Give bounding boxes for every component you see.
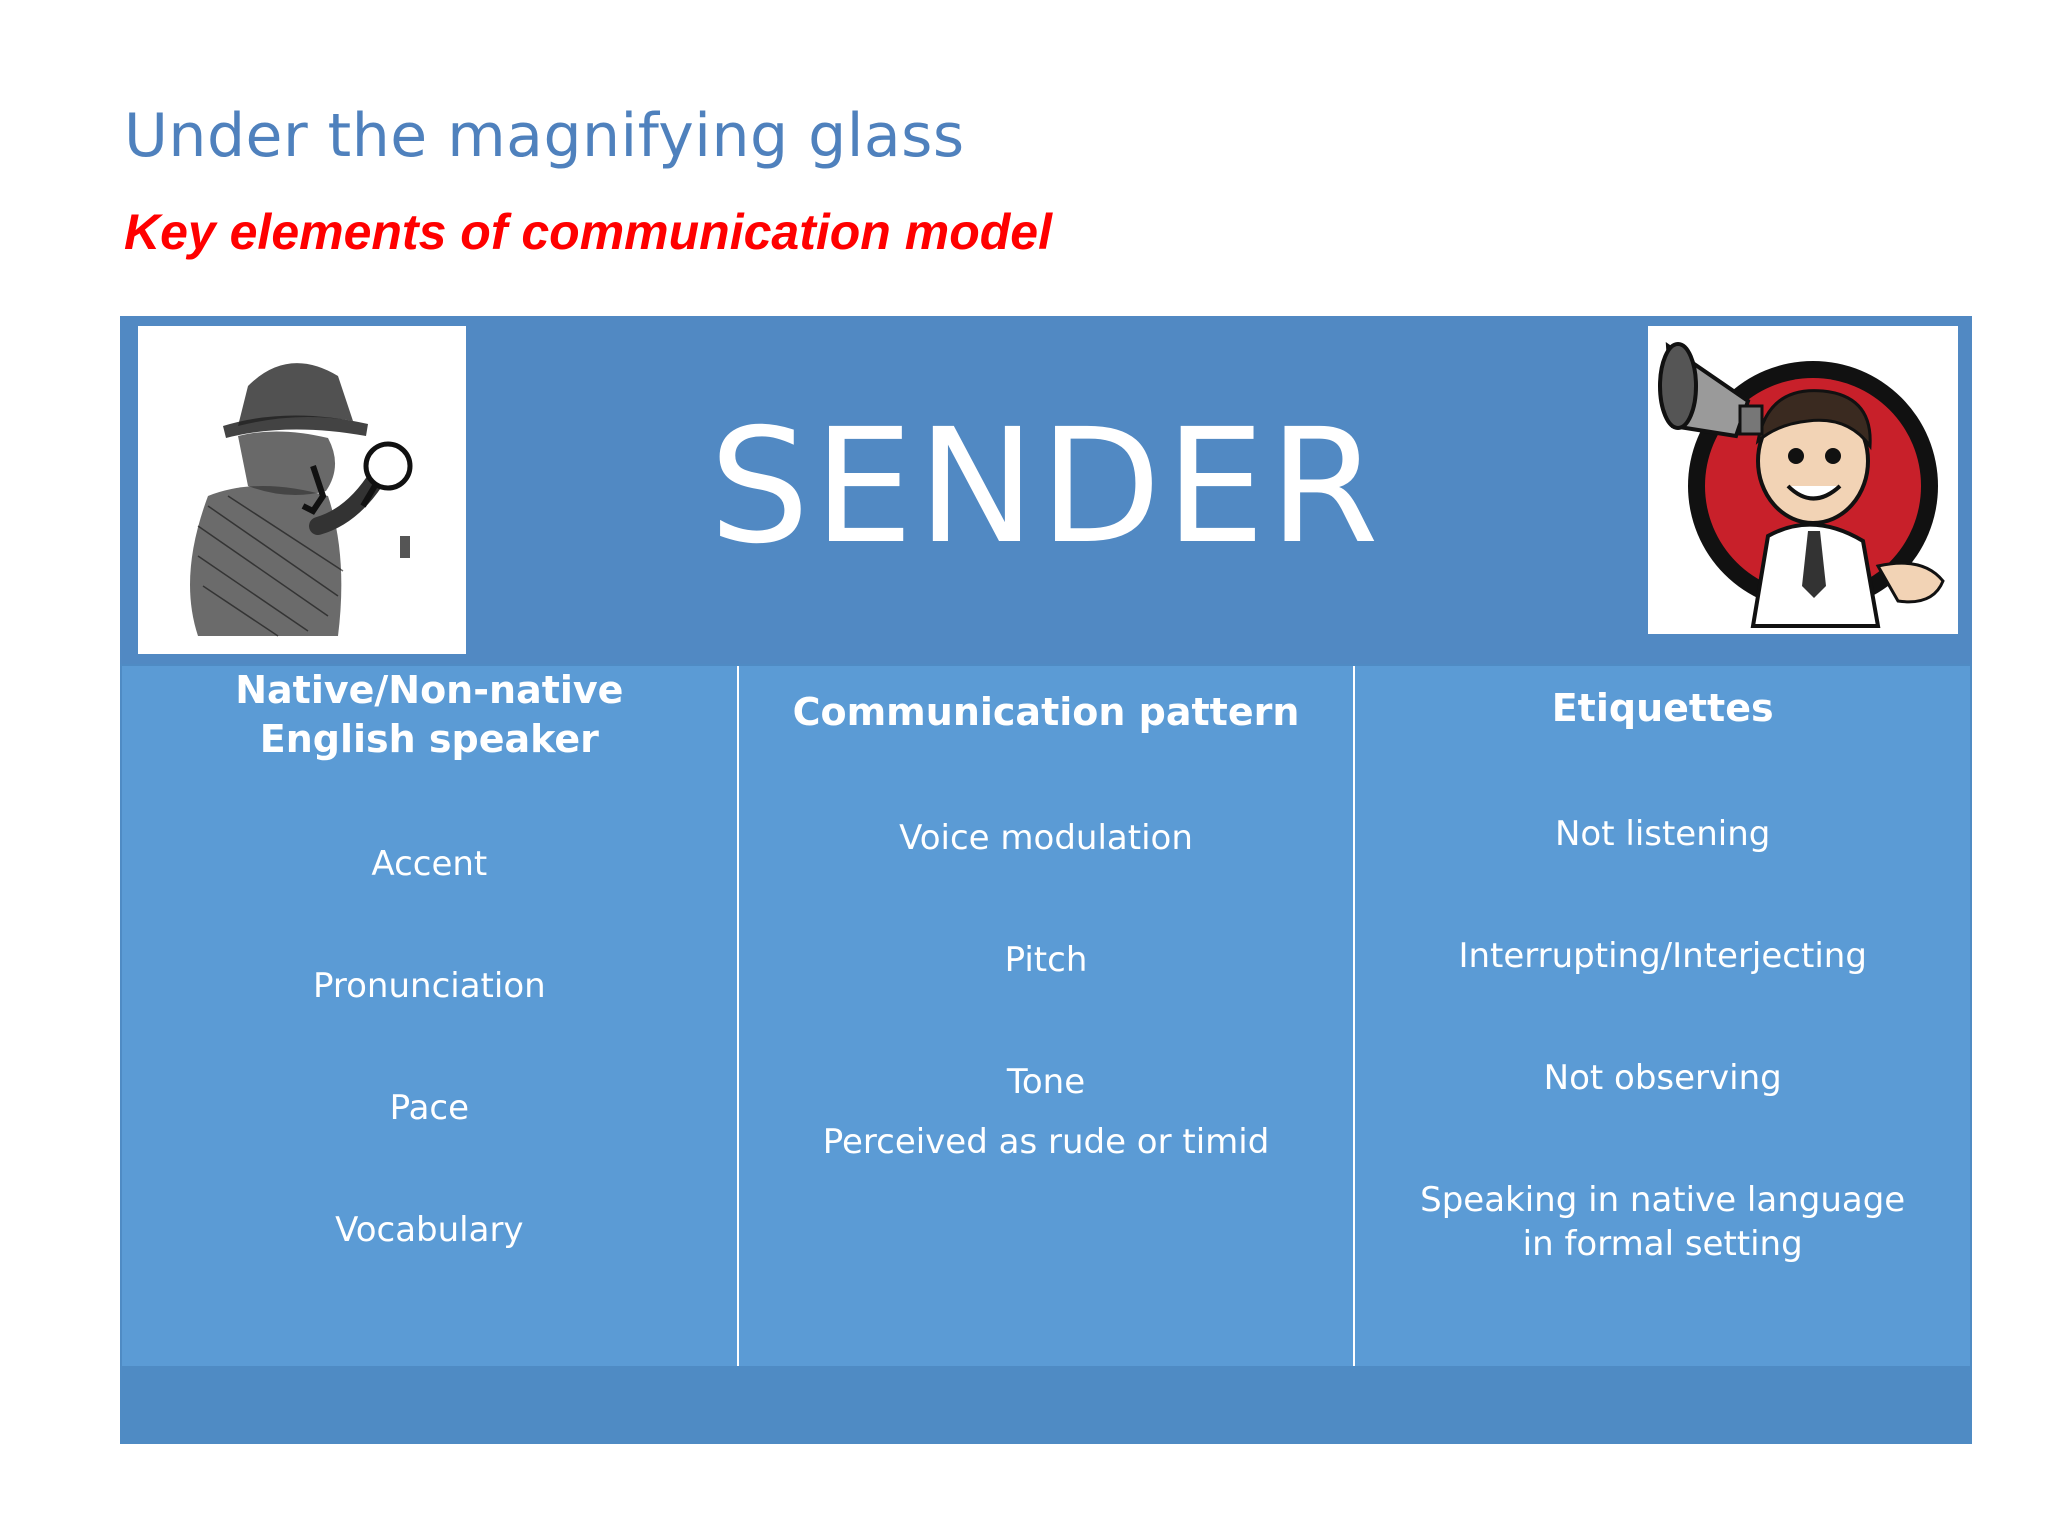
list-item: Speaking in native language in formal se… xyxy=(1420,1180,1906,1265)
detective-icon xyxy=(138,326,466,654)
megaphone-man-icon xyxy=(1648,326,1958,634)
column-native-speaker: Native/Non-native English speaker Accent… xyxy=(122,666,737,1366)
list-item: Interrupting/Interjecting xyxy=(1458,936,1867,976)
sender-panel: SENDER xyxy=(120,316,1972,1444)
list-item: Accent xyxy=(371,844,488,884)
column-heading: Native/Non-native English speaker xyxy=(235,668,624,762)
list-item: Not listening xyxy=(1555,814,1771,854)
slide-title: Under the magnifying glass xyxy=(124,101,965,171)
detective-image xyxy=(138,326,466,654)
column-heading: Communication pattern xyxy=(792,690,1300,734)
sender-header: SENDER xyxy=(120,316,1972,664)
column-etiquettes: Etiquettes Not listening Interrupting/In… xyxy=(1355,666,1971,1366)
sender-title: SENDER xyxy=(709,395,1383,579)
list-item: Pace xyxy=(389,1088,470,1128)
factors-table: Native/Non-native English speaker Accent… xyxy=(122,666,1971,1366)
slide-subtitle: Key elements of communication model xyxy=(124,204,1052,260)
list-item: Not observing xyxy=(1543,1058,1782,1098)
list-item: Pitch xyxy=(1004,940,1088,980)
column-heading: Etiquettes xyxy=(1551,686,1774,730)
list-item: Tone xyxy=(1006,1062,1086,1102)
list-item: Vocabulary xyxy=(335,1210,524,1250)
megaphone-image xyxy=(1648,326,1958,634)
bottom-band xyxy=(120,1366,1972,1444)
list-item: Perceived as rude or timid xyxy=(822,1122,1270,1162)
list-item: Voice modulation xyxy=(899,818,1193,858)
list-item: Pronunciation xyxy=(312,966,546,1006)
column-communication-pattern: Communication pattern Voice modulation P… xyxy=(738,666,1354,1366)
